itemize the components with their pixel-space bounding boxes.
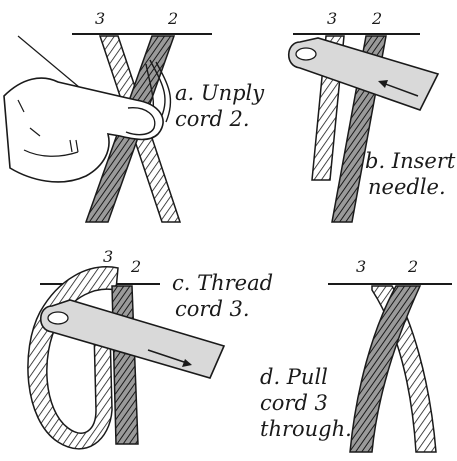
panel-c-cord-3-label: 3 xyxy=(103,247,113,266)
panel-a-cord-3-label: 3 xyxy=(95,9,105,28)
panel-c-cord-3-loop xyxy=(28,267,118,449)
panel-b: 3 2 b. Insert needle. xyxy=(289,9,456,222)
panel-d-caption-line1: d. Pull xyxy=(260,365,328,389)
panel-d-caption-line2: cord 3 xyxy=(260,391,328,415)
panel-a: 3 2 a. Unply cord 2. xyxy=(4,9,265,222)
panel-c-caption-line2: cord 3. xyxy=(175,297,250,321)
panel-d: 3 2 d. Pull cord 3 through. xyxy=(260,257,452,452)
panel-c-cord-2 xyxy=(112,286,138,444)
panel-b-cord-3-label: 3 xyxy=(327,9,337,28)
panel-b-caption-line2: needle. xyxy=(368,175,446,199)
needle-eye-icon xyxy=(296,48,316,60)
panel-b-caption-line1: b. Insert xyxy=(365,149,456,173)
panel-c-cord-2-label: 2 xyxy=(130,257,141,276)
panel-d-cord-3-label: 3 xyxy=(356,257,366,276)
needle-eye-icon-c xyxy=(48,312,68,324)
panel-b-cord-2-label: 2 xyxy=(371,9,382,28)
panel-a-cord-2-label: 2 xyxy=(167,9,178,28)
panel-c: 3 2 c. Thread cord 3. xyxy=(28,247,273,449)
panel-c-caption-line1: c. Thread xyxy=(172,271,273,295)
panel-d-cord-2-label: 2 xyxy=(407,257,418,276)
panel-d-caption-line3: through. xyxy=(260,417,352,441)
panel-a-caption-line2: cord 2. xyxy=(175,107,250,131)
panel-a-caption-line1: a. Unply xyxy=(175,81,265,105)
